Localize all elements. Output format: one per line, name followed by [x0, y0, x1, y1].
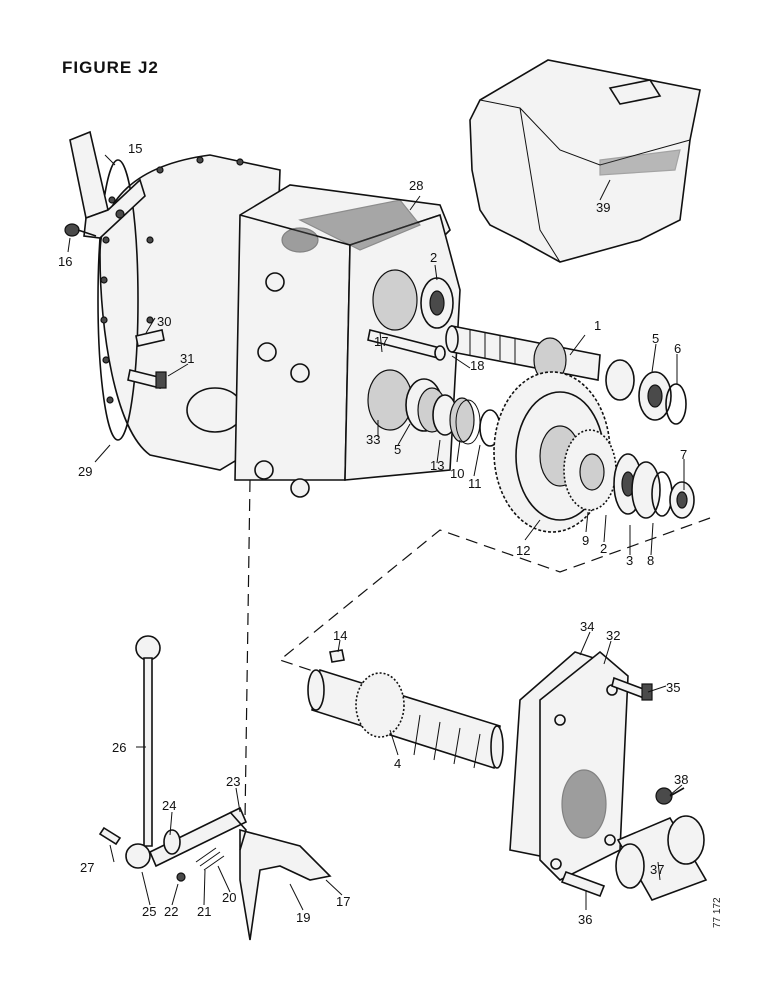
callout-11: 11 [468, 476, 482, 491]
callout-22: 22 [164, 904, 178, 919]
callout-21: 21 [197, 904, 211, 919]
callout-17b: 17 [336, 894, 350, 909]
roll-pin [98, 826, 122, 846]
circlip [665, 383, 687, 425]
selector-fork [229, 811, 332, 941]
figure-title: FIGURE J2 [62, 58, 159, 77]
assembly-guide-line [278, 517, 711, 681]
assembly-guide-line [244, 479, 251, 821]
callout-23: 23 [226, 774, 240, 789]
callout-30: 30 [157, 314, 171, 329]
callout-4: 4 [394, 756, 401, 771]
callout-24: 24 [162, 798, 176, 813]
callout-12: 12 [516, 543, 530, 558]
detent-ball [176, 872, 186, 882]
callout-25: 25 [142, 904, 156, 919]
callout-38: 38 [674, 772, 688, 787]
callout-9: 9 [582, 533, 589, 548]
callout-15: 15 [128, 141, 142, 156]
pto-shaft [445, 325, 635, 401]
callout-28: 28 [409, 178, 423, 193]
cover-plate [539, 650, 629, 881]
needle-bearing [449, 397, 481, 445]
mounting-bracket [69, 130, 146, 239]
callout-27: 27 [80, 860, 94, 875]
callout-29: 29 [78, 464, 92, 479]
bearing [638, 371, 672, 421]
guard-cover [469, 59, 701, 263]
bracket-bolt [64, 223, 97, 237]
callout-leaders [67, 154, 685, 911]
callout-36: 36 [578, 912, 592, 927]
callout-19: 19 [296, 910, 310, 925]
callout-33: 33 [366, 432, 380, 447]
callout-39: 39 [596, 200, 610, 215]
callout-17: 17 [374, 334, 388, 349]
callout-18: 18 [470, 358, 484, 373]
callout-16: 16 [58, 254, 72, 269]
callout-10: 10 [450, 466, 464, 481]
lay-shaft-pin [367, 329, 446, 361]
selector-rod [148, 806, 248, 868]
cap-bolt [655, 787, 685, 805]
callout-35: 35 [666, 680, 680, 695]
selector-lever [135, 635, 161, 847]
callout-5b: 5 [394, 442, 401, 457]
callout-26: 26 [112, 740, 126, 755]
housing-bolt [127, 369, 167, 389]
detent-spring [195, 847, 225, 871]
callout-2: 2 [430, 250, 437, 265]
cover-bolt [611, 676, 653, 701]
callout-6: 6 [674, 341, 681, 356]
callout-5: 5 [652, 331, 659, 346]
callout-2b: 2 [600, 541, 607, 556]
cover-stud [560, 870, 606, 898]
callout-7: 7 [680, 447, 687, 462]
bearing-cup [405, 378, 458, 436]
lever-boss [125, 843, 151, 869]
collar [669, 481, 695, 519]
shaft-end-cap [615, 815, 708, 901]
callout-8: 8 [647, 553, 654, 568]
callout-20: 20 [222, 890, 236, 905]
transmission-housing [97, 154, 281, 471]
callout-13: 13 [430, 458, 444, 473]
bearing [420, 277, 454, 329]
woodruff-key [329, 649, 345, 663]
callout-32: 32 [606, 628, 620, 643]
gear [563, 429, 617, 511]
callout-1: 1 [594, 318, 601, 333]
gearbox-casing [234, 184, 461, 498]
callout-14: 14 [333, 628, 347, 643]
stud [135, 329, 165, 347]
callout-3: 3 [626, 553, 633, 568]
callout-34: 34 [580, 619, 594, 634]
callout-37: 37 [650, 862, 664, 877]
callout-31: 31 [180, 351, 194, 366]
output-shaft [307, 668, 504, 770]
